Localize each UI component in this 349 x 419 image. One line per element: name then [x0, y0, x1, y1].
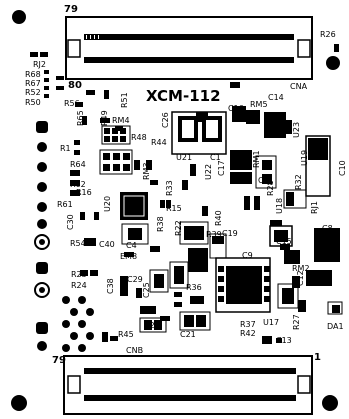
- refdes-c9: C9: [242, 251, 253, 260]
- refdes-rm4: RM4: [112, 116, 130, 125]
- refdes-c1: C1: [210, 153, 221, 162]
- connector-cnb-outline: [63, 355, 313, 415]
- refdes-c29: C29: [127, 275, 143, 284]
- refdes-c40: C40: [99, 240, 115, 249]
- refdes-r64: R64: [70, 160, 86, 169]
- refdes-u20: U20: [103, 195, 112, 212]
- refdes-c11: C11: [258, 176, 274, 185]
- refdes-c8: C8: [322, 224, 333, 233]
- refdes-r48: R48: [131, 133, 147, 142]
- refdes-c12: C12: [296, 270, 305, 286]
- refdes-u23: U23: [292, 121, 301, 138]
- refdes-c10: C10: [338, 160, 347, 176]
- refdes-r56: R56: [64, 99, 80, 108]
- refdes-r52: R52: [25, 88, 41, 97]
- cnb-pin-first: 79: [52, 355, 66, 366]
- refdes-r44: R44: [151, 138, 167, 147]
- refdes-r62: R62: [70, 180, 86, 189]
- refdes-rm1: RM1: [252, 150, 261, 168]
- refdes-rm2: RM2: [292, 264, 310, 273]
- refdes-r68: R68: [25, 70, 41, 79]
- refdes-r26: R26: [320, 30, 336, 39]
- refdes-c17: C17: [217, 160, 226, 176]
- refdes-r33: R33: [165, 180, 174, 196]
- refdes-c16: C16: [228, 104, 244, 113]
- refdes-c26: C26: [161, 112, 170, 128]
- cnb-pin-last: 1: [314, 352, 321, 363]
- board-title: XCM-112: [146, 87, 221, 105]
- refdes-rm5: RM5: [250, 100, 268, 109]
- refdes-r40: R40: [214, 210, 223, 226]
- refdes-c15: C15: [276, 237, 292, 246]
- refdes-c4: C4: [126, 241, 137, 250]
- refdes-u18: U18: [275, 197, 284, 214]
- refdes-r38: R38: [156, 216, 165, 232]
- refdes-r42: R42: [240, 329, 256, 338]
- refdes-em8: EM8: [120, 252, 138, 261]
- refdes-r49: R49: [100, 110, 109, 126]
- refdes-r45: R45: [118, 330, 134, 339]
- refdes-r51: R51: [120, 92, 129, 108]
- refdes-u17: U17: [263, 318, 280, 327]
- refdes-u19: U19: [300, 149, 309, 166]
- large-components: [80, 110, 343, 344]
- refdes-rj1: RJ1: [310, 200, 319, 214]
- refdes-r50: R50: [25, 98, 41, 107]
- refdes-c38: C38: [106, 278, 115, 294]
- refdes-c19: C19: [222, 229, 238, 238]
- refdes-r67: R67: [25, 79, 41, 88]
- refdes-c13: C13: [276, 336, 292, 345]
- refdes-r36: R36: [186, 283, 202, 292]
- refdes-r37: R37: [240, 320, 256, 329]
- cnb-label: CNB: [126, 346, 144, 355]
- refdes-rj2: RJ2: [33, 60, 47, 69]
- refdes-r32: R32: [294, 174, 303, 190]
- refdes-c30: C30: [66, 214, 75, 230]
- mounting-hole: [326, 56, 340, 70]
- mounting-hole: [12, 10, 26, 24]
- refdes-u22: U22: [204, 163, 213, 180]
- refdes-r24: R24: [71, 281, 87, 290]
- refdes-r22: R22: [174, 220, 183, 236]
- refdes-r27: R27: [292, 314, 301, 330]
- cna-pin-last: 80: [68, 80, 82, 91]
- refdes-r39: R39: [206, 230, 222, 239]
- refdes-r65: R65: [76, 110, 85, 126]
- refdes-r23: R23: [71, 270, 87, 279]
- refdes-r61: R61: [57, 200, 73, 209]
- refdes-r15: R15: [166, 204, 182, 213]
- test-pad-cluster: [62, 296, 94, 352]
- refdes-c14: C14: [268, 93, 284, 102]
- connector-cna-outline: [65, 16, 313, 80]
- refdes-c21: C21: [180, 330, 196, 339]
- refdes-r1: R1: [60, 144, 71, 153]
- cna-pin-first: 79: [64, 4, 78, 15]
- mounting-hole: [322, 395, 338, 411]
- refdes-u21: U21: [176, 153, 193, 162]
- refdes-r54: R54: [70, 239, 86, 248]
- refdes-c25: C25: [142, 282, 151, 298]
- refdes-c24: C24: [144, 321, 160, 330]
- cna-label: CNA: [290, 82, 308, 91]
- refdes-da1: DA1: [327, 322, 344, 331]
- left-edge-pads: [34, 121, 50, 351]
- refdes-rm3: RM3: [142, 162, 151, 180]
- mounting-hole: [11, 395, 27, 411]
- refdes-r16: R16: [76, 188, 92, 197]
